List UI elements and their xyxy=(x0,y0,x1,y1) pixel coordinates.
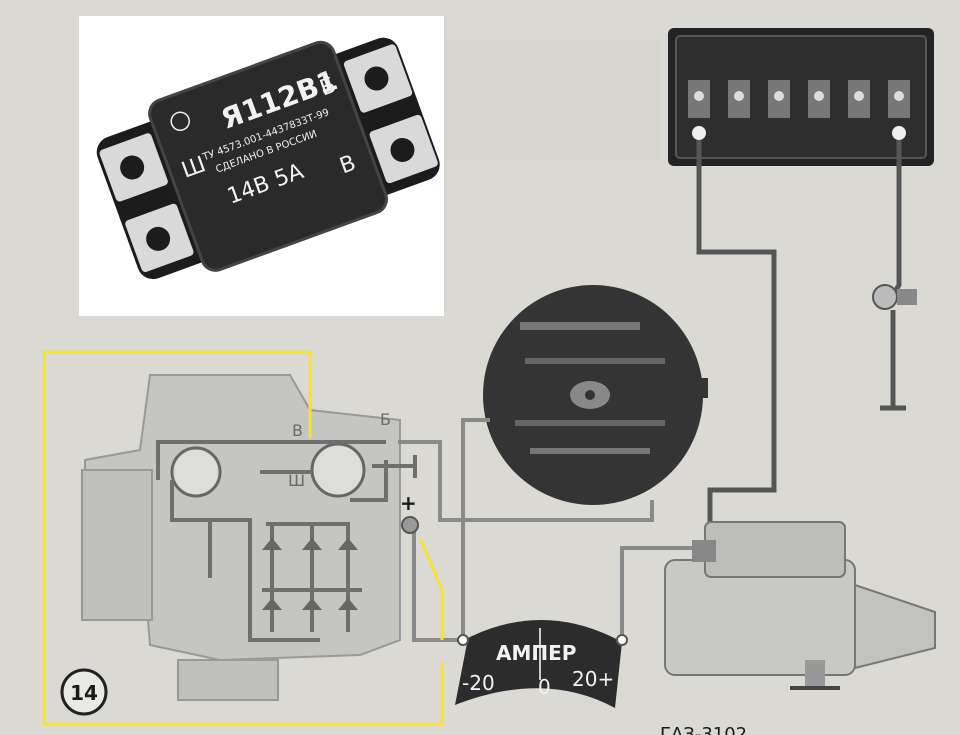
fuse-terminals xyxy=(688,80,910,118)
terminal-b-label: Б xyxy=(380,410,391,429)
terminal-plus-label: + xyxy=(400,491,417,515)
lamp-icon xyxy=(872,284,917,310)
regulator-photo: Я112В1 ТУ 4573.001-4437833Т-99 СДЕЛАНО В… xyxy=(79,16,444,316)
manufacturer-logo-icon xyxy=(170,111,190,131)
minus-terminal-icon xyxy=(892,126,906,140)
distributor xyxy=(483,285,708,505)
wires-middle xyxy=(398,418,692,642)
ammeter-scale-plus: 20+ xyxy=(572,667,614,691)
starter-motor xyxy=(664,521,936,690)
bottom-caption: ГАЗ-3102 xyxy=(660,724,747,735)
figure-number: 14 xyxy=(70,681,98,705)
diode-icons xyxy=(262,538,358,610)
figure-number-badge: 14 xyxy=(60,668,108,716)
terminal-sh-label: Ш xyxy=(288,471,305,490)
highlight-frame xyxy=(42,350,444,726)
fuse-block xyxy=(668,28,934,166)
plus-terminal-icon xyxy=(692,126,706,140)
terminal-v-label: В xyxy=(292,421,303,440)
ammeter: АМПЕР -20 0 20+ xyxy=(455,619,622,708)
ammeter-label: АМПЕР xyxy=(496,641,576,665)
ammeter-scale-zero: 0 xyxy=(538,675,551,699)
ammeter-scale-minus: -20 xyxy=(462,671,495,695)
